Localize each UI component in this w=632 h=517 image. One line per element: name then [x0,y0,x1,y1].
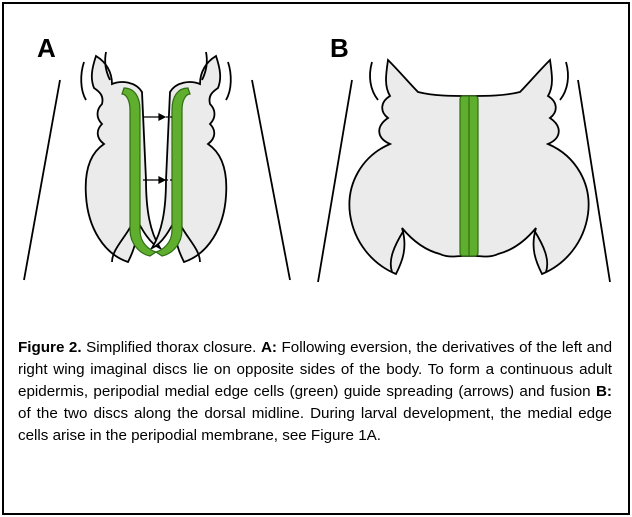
fused-edge-cells-b [460,96,478,256]
caption-b-label: B: [596,383,612,400]
body-wall-right-a [252,80,290,280]
caption-intro: Simplified thorax closure. [82,339,261,356]
thorax-closure-illustration [0,0,632,330]
panel-a-label: A [37,33,56,64]
body-wall-left-b [318,80,352,282]
left-disc-a [86,56,160,262]
caption-a-label: A: [261,339,277,356]
panel-a-drawing [24,52,290,280]
caption-title: Figure 2. [18,339,82,356]
figure-caption: Figure 2. Simplified thorax closure. A: … [18,337,612,447]
right-disc-a [152,56,226,262]
body-wall-left-a [24,80,60,280]
panel-b-label: B [330,33,349,64]
caption-b-text: of the two discs along the dorsal midlin… [18,405,612,444]
